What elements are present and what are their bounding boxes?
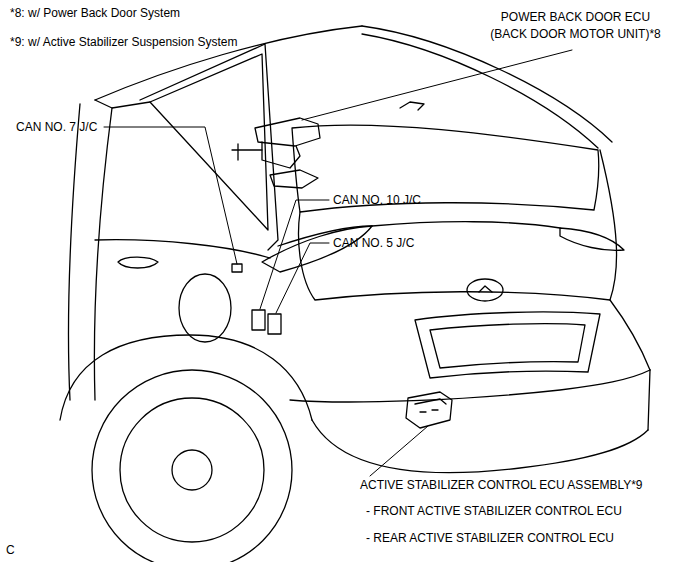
part-name: - FRONT ACTIVE STABILIZER CONTROL ECU: [366, 503, 622, 520]
motor-arm: [232, 144, 262, 160]
note: *9: w/ Active Stabilizer Suspension Syst…: [10, 34, 237, 51]
part-name: POWER BACK DOOR ECU (BACK DOOR MOTOR UNI…: [483, 9, 668, 43]
leader-line: [276, 243, 329, 313]
can-no-5-connector: [268, 314, 281, 334]
belt-line: [95, 240, 270, 258]
rear-window: [292, 125, 599, 212]
leader-line: [104, 127, 237, 264]
part-name: CAN NO. 10 J/C: [333, 192, 421, 209]
door-frame: [95, 100, 150, 108]
bumper-corner: [648, 370, 650, 430]
bumper-lower: [312, 420, 648, 473]
note: *8: w/ Power Back Door System: [10, 5, 180, 22]
leader-line: [302, 50, 572, 120]
part-name: CAN NO. 7 J/C: [16, 119, 97, 136]
ecu-connector: [415, 399, 446, 412]
wheel-rim: [120, 398, 264, 542]
part-name: - REAR ACTIVE STABILIZER CONTROL ECU: [366, 530, 614, 547]
part-name: CAN NO. 5 J/C: [333, 235, 414, 252]
tire: [92, 370, 292, 562]
high-stop-lamp: [400, 102, 424, 110]
spoiler-edge: [362, 26, 612, 142]
emblem: [467, 279, 503, 301]
door-rear-edge: [94, 108, 112, 400]
rear-quarter-right: [610, 300, 650, 370]
door-handle: [118, 257, 158, 268]
c-pillar: [140, 44, 278, 250]
bumper-upper: [290, 370, 650, 402]
back-door-garnish: [372, 222, 560, 228]
figure-code: C: [6, 542, 15, 559]
leader-line: [370, 426, 428, 476]
fuel-door: [179, 274, 231, 342]
back-door-outline: [299, 150, 617, 300]
spoiler-lower-edge: [362, 34, 598, 148]
back-door-lock-unit: [270, 170, 318, 188]
can-no-7-connector: [232, 264, 242, 272]
emblem-mark: [479, 286, 492, 292]
back-door-motor-unit: [255, 118, 320, 146]
door-shut-line: [68, 104, 80, 400]
part-name: ACTIVE STABILIZER CONTROL ECU ASSEMBLY*9: [360, 477, 643, 494]
motor-bracket: [262, 142, 300, 168]
license-plate-recess: [415, 312, 600, 378]
right-tail-light: [560, 228, 624, 250]
leader-line: [260, 200, 329, 309]
active-stabilizer-ecu: [406, 392, 452, 428]
wheel-arch: [60, 335, 312, 420]
license-plate: [430, 324, 585, 368]
wheel-hub: [172, 450, 212, 490]
can-no-10-connector: [252, 310, 265, 330]
